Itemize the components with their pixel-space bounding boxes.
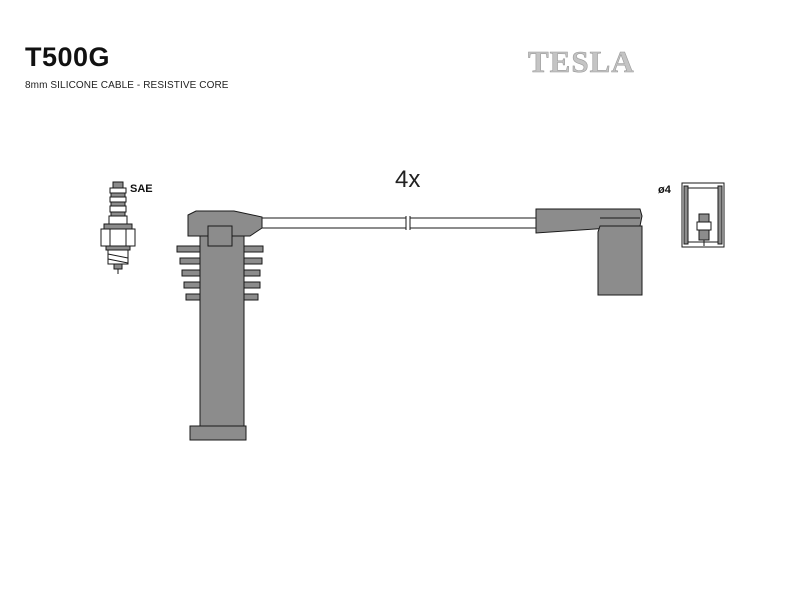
coil-boot [176, 210, 264, 441]
brand-logo: TESLA [528, 44, 635, 79]
terminal-icon [681, 182, 725, 248]
plug-boot [535, 208, 643, 296]
part-number: T500G [25, 42, 111, 72]
cable [249, 216, 541, 230]
cable-spec: 8mm SILICONE CABLE - RESISTIVE CORE [25, 80, 229, 91]
terminal-label: ø4 [658, 184, 672, 196]
spark-plug-label: SAE [130, 183, 153, 195]
quantity-label: 4x [395, 166, 420, 193]
spark-plug-icon [100, 181, 136, 274]
